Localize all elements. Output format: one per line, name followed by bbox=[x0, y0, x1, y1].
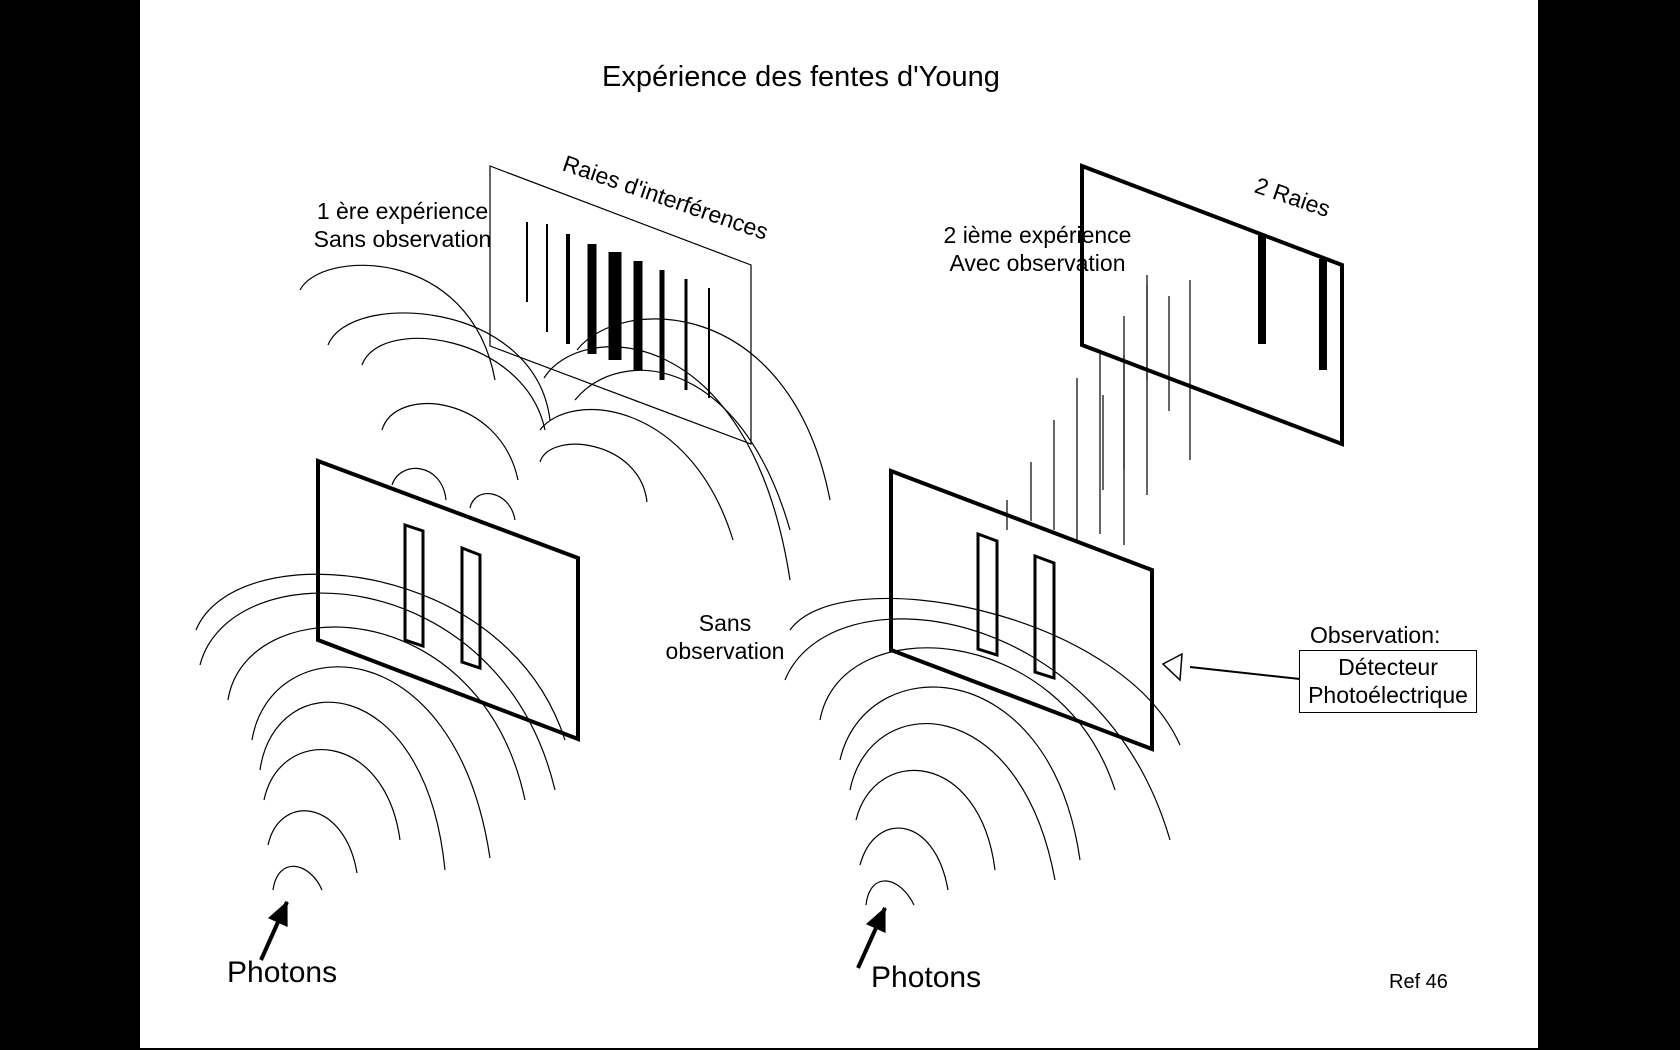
left-wave bbox=[543, 346, 791, 581]
detector-arrow-icon bbox=[1161, 652, 1183, 682]
left-wave bbox=[272, 865, 323, 891]
left-photons-label: Photons bbox=[227, 956, 338, 989]
left-wave bbox=[259, 701, 446, 871]
left-wave bbox=[539, 409, 734, 541]
left-slit-screen bbox=[316, 458, 580, 742]
right-wave bbox=[839, 686, 1081, 861]
left-wave bbox=[576, 318, 831, 501]
right-wave bbox=[865, 880, 915, 906]
left-slit bbox=[403, 522, 425, 649]
right-wave bbox=[819, 647, 1116, 791]
right-photons-label: Photons bbox=[871, 961, 982, 994]
left-experiment-line2: Sans observation bbox=[313, 225, 492, 252]
left-wave bbox=[199, 592, 556, 791]
left-photon-arrow-icon bbox=[267, 900, 288, 927]
left-experiment-label: 1 ère expérience Sans observation bbox=[290, 198, 515, 253]
detector-arrow-shaft bbox=[1189, 666, 1301, 680]
left-wave bbox=[469, 493, 516, 521]
right-wave bbox=[859, 827, 949, 891]
left-wave bbox=[574, 369, 791, 531]
right-slit bbox=[976, 531, 999, 658]
left-slit-line1: Sans bbox=[698, 610, 752, 636]
right-slit bbox=[1033, 553, 1056, 681]
left-wave bbox=[195, 573, 566, 741]
right-photon-arrow-icon bbox=[865, 906, 886, 933]
detector-line1: Détecteur bbox=[1338, 654, 1438, 680]
left-wave bbox=[299, 264, 496, 381]
detector-line2: Photoélectrique bbox=[1308, 681, 1468, 708]
left-experiment-line1: 1 ère expérience bbox=[316, 198, 489, 224]
observation-label: Observation: bbox=[1310, 622, 1441, 648]
right-slit-screen bbox=[889, 468, 1154, 752]
left-wave bbox=[381, 403, 519, 481]
photoelectric-detector-box: Détecteur Photoélectrique bbox=[1299, 650, 1477, 714]
left-wave bbox=[327, 312, 551, 421]
left-slit bbox=[460, 545, 482, 671]
left-wave bbox=[361, 337, 546, 431]
right-experiment-line1: 2 ième expérience bbox=[943, 222, 1132, 248]
left-slit-line2: observation bbox=[665, 637, 785, 664]
right-wave bbox=[789, 597, 1181, 746]
right-experiment-label: 2 ième expérience Avec observation bbox=[920, 222, 1155, 277]
left-wave bbox=[267, 810, 358, 874]
left-slit-label: Sans observation bbox=[625, 610, 825, 665]
right-experiment-line2: Avec observation bbox=[949, 249, 1126, 276]
left-wave bbox=[227, 626, 526, 801]
interference-screen bbox=[489, 165, 752, 445]
page-title: Expérience des fentes d'Young bbox=[602, 61, 1000, 93]
slide: Expérience des fentes d'Young 1 ère expé… bbox=[140, 0, 1538, 1048]
right-wave bbox=[849, 723, 1056, 881]
two-lines-screen bbox=[1080, 163, 1344, 447]
right-wave bbox=[784, 618, 1171, 841]
diagram-svg bbox=[195, 163, 1344, 969]
left-wave bbox=[263, 749, 401, 841]
left-wave bbox=[251, 666, 491, 859]
right-wave bbox=[855, 769, 996, 871]
left-wave bbox=[391, 467, 447, 501]
reference-label: Ref 46 bbox=[1389, 971, 1448, 993]
left-wave bbox=[539, 443, 648, 503]
